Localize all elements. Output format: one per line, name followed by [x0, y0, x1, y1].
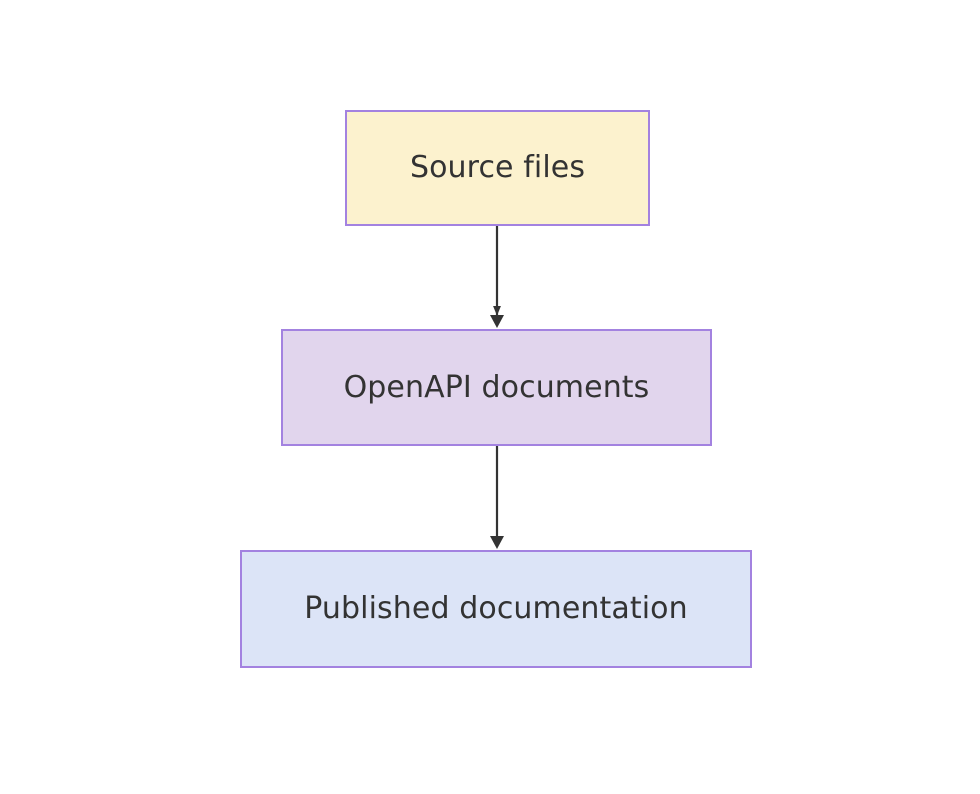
- flow-node-label: Source files: [409, 150, 586, 185]
- flow-node-source-files[interactable]: Source files: [345, 110, 650, 226]
- edge-openapi-to-published: [490, 446, 504, 549]
- flow-node-label: OpenAPI documents: [343, 369, 650, 405]
- flow-node-label: Published documentation: [304, 591, 688, 626]
- flow-node-published-documentation[interactable]: Published documentation: [240, 550, 752, 668]
- flow-node-openapi-documents[interactable]: OpenAPI documents: [281, 329, 712, 446]
- edge-source-to-openapi: [490, 226, 504, 328]
